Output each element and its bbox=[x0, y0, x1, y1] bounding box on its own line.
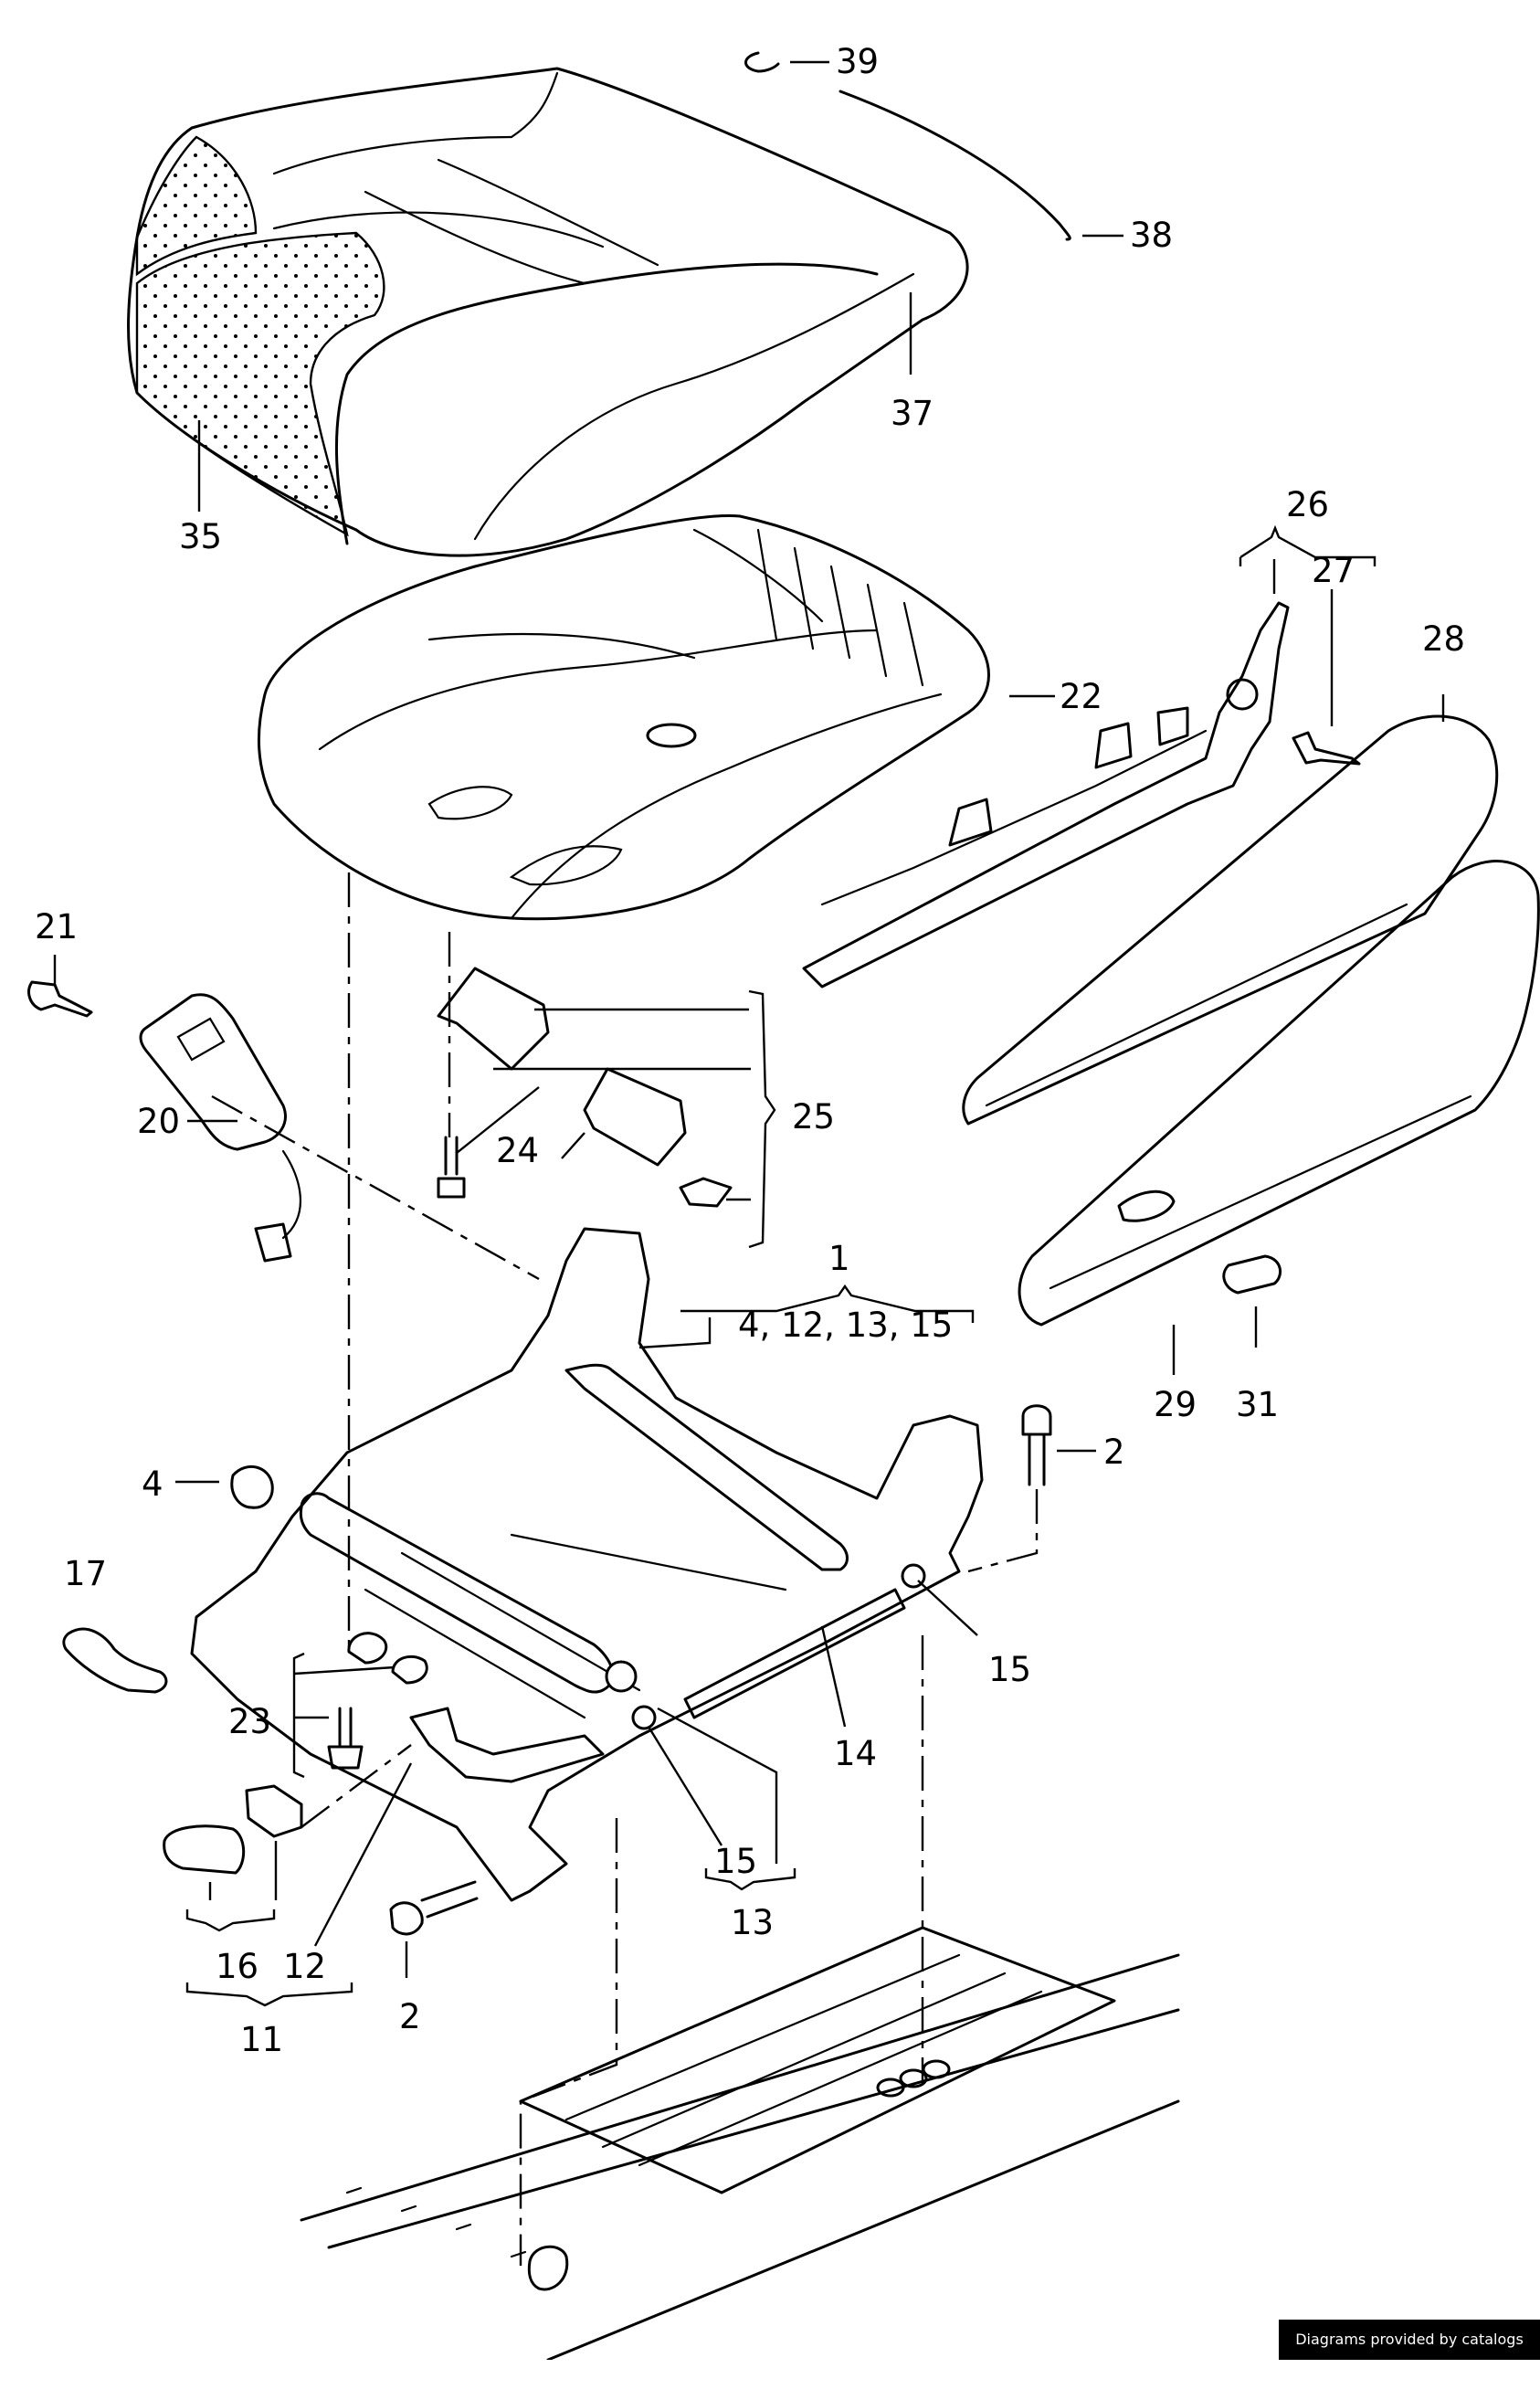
bolt-2-upper bbox=[1021, 1404, 1052, 1486]
diagram-credit: Diagrams provided by catalogs parts bbox=[1279, 2320, 1540, 2388]
callout-27: 27 bbox=[1312, 551, 1355, 590]
cover-17 bbox=[62, 1627, 168, 1694]
callout-38: 38 bbox=[1130, 216, 1173, 255]
callout-25: 25 bbox=[792, 1097, 835, 1137]
bracket-25 bbox=[437, 967, 550, 1071]
clips-23 bbox=[327, 1632, 428, 1770]
bolt-25 bbox=[437, 1136, 466, 1199]
bolt-21 bbox=[27, 980, 93, 1018]
wire-38 bbox=[839, 90, 1071, 241]
seat-cushion-cover bbox=[127, 67, 969, 557]
callout-39: 39 bbox=[836, 42, 879, 81]
callout-13: 13 bbox=[731, 1903, 774, 1942]
clip-39 bbox=[744, 51, 780, 73]
callout-2-lower: 2 bbox=[399, 1997, 421, 2036]
callout-28: 28 bbox=[1422, 619, 1465, 659]
callout-23: 23 bbox=[228, 1702, 271, 1741]
callout-24: 24 bbox=[496, 1131, 539, 1170]
callout-31: 31 bbox=[1236, 1385, 1279, 1424]
bolt-2-lower bbox=[389, 1880, 479, 1936]
cap-16 bbox=[163, 1824, 246, 1875]
callout-15-right: 15 bbox=[988, 1650, 1031, 1689]
callout-21: 21 bbox=[35, 907, 78, 946]
callout-37: 37 bbox=[891, 394, 933, 433]
callout-1-subparts: 4, 12, 13, 15 bbox=[738, 1306, 953, 1345]
leader-lines bbox=[53, 60, 1445, 1978]
clip-31 bbox=[1222, 1254, 1282, 1295]
bracket-16 bbox=[245, 1784, 303, 1838]
callout-29: 29 bbox=[1154, 1385, 1197, 1424]
bracket-24 bbox=[583, 1067, 733, 1208]
guide-lines bbox=[211, 872, 1039, 2266]
side-trim-29 bbox=[1018, 860, 1540, 1327]
callout-15-lower: 15 bbox=[714, 1842, 757, 1881]
floor-rails bbox=[300, 1926, 1180, 2360]
callout-35: 35 bbox=[179, 517, 222, 556]
callout-17: 17 bbox=[64, 1554, 107, 1593]
callout-labels: 39 38 37 35 26 27 28 22 21 20 25 24 1 4,… bbox=[35, 42, 1465, 2059]
callout-26: 26 bbox=[1286, 485, 1329, 524]
callout-2-upper: 2 bbox=[1103, 1433, 1125, 1472]
bushing-4 bbox=[230, 1465, 274, 1509]
screw-27 bbox=[1292, 731, 1361, 766]
height-adjust-mechanism bbox=[802, 601, 1290, 989]
callout-4: 4 bbox=[142, 1464, 163, 1504]
braces bbox=[185, 524, 1377, 2007]
seat-belt-buckle-20 bbox=[139, 993, 302, 1263]
side-trim-28 bbox=[962, 714, 1499, 1126]
callout-22: 22 bbox=[1060, 677, 1102, 716]
callout-20: 20 bbox=[137, 1102, 180, 1141]
callout-16: 16 bbox=[216, 1947, 258, 1986]
callout-12: 12 bbox=[283, 1947, 326, 1986]
callout-11: 11 bbox=[240, 2020, 283, 2059]
callout-14: 14 bbox=[834, 1734, 877, 1773]
seat-frame bbox=[190, 1227, 984, 1902]
lever-12 bbox=[409, 1707, 605, 1783]
callout-1: 1 bbox=[828, 1239, 850, 1278]
seat-pan bbox=[257, 513, 990, 921]
